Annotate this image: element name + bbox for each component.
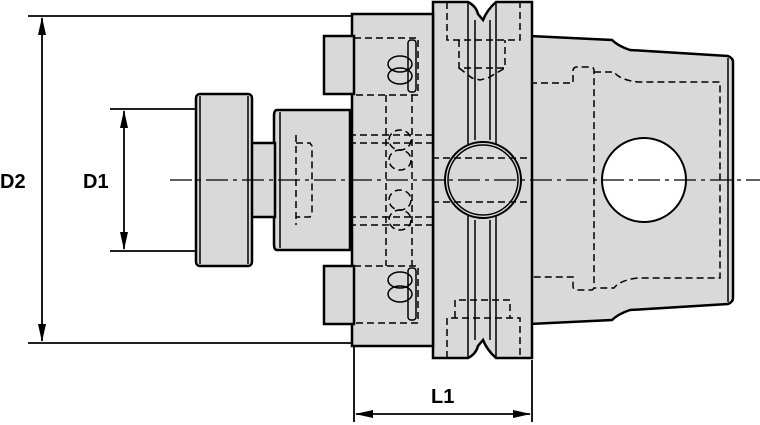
clamp-tab-bottom bbox=[322, 264, 356, 326]
clamp-tab-top bbox=[322, 34, 356, 96]
arrow-down-icon bbox=[120, 232, 128, 250]
d1-label: D1 bbox=[83, 171, 109, 193]
d2-label: D2 bbox=[0, 171, 26, 193]
arrow-up-icon bbox=[38, 17, 46, 35]
dimension-d1: D1 bbox=[83, 108, 200, 252]
threaded-neck bbox=[272, 108, 352, 252]
arrow-down-icon bbox=[38, 324, 46, 342]
tool-holder-part bbox=[170, 0, 760, 360]
arrow-up-icon bbox=[120, 110, 128, 128]
l1-label: L1 bbox=[431, 386, 454, 408]
arrow-left-icon bbox=[355, 410, 373, 418]
arrow-right-icon bbox=[513, 410, 531, 418]
dimension-l1: L1 bbox=[353, 345, 533, 422]
spring-top bbox=[387, 39, 417, 93]
spring-mid-top bbox=[388, 129, 412, 171]
spring-mid-bottom bbox=[388, 189, 412, 231]
spring-bottom bbox=[387, 267, 417, 321]
